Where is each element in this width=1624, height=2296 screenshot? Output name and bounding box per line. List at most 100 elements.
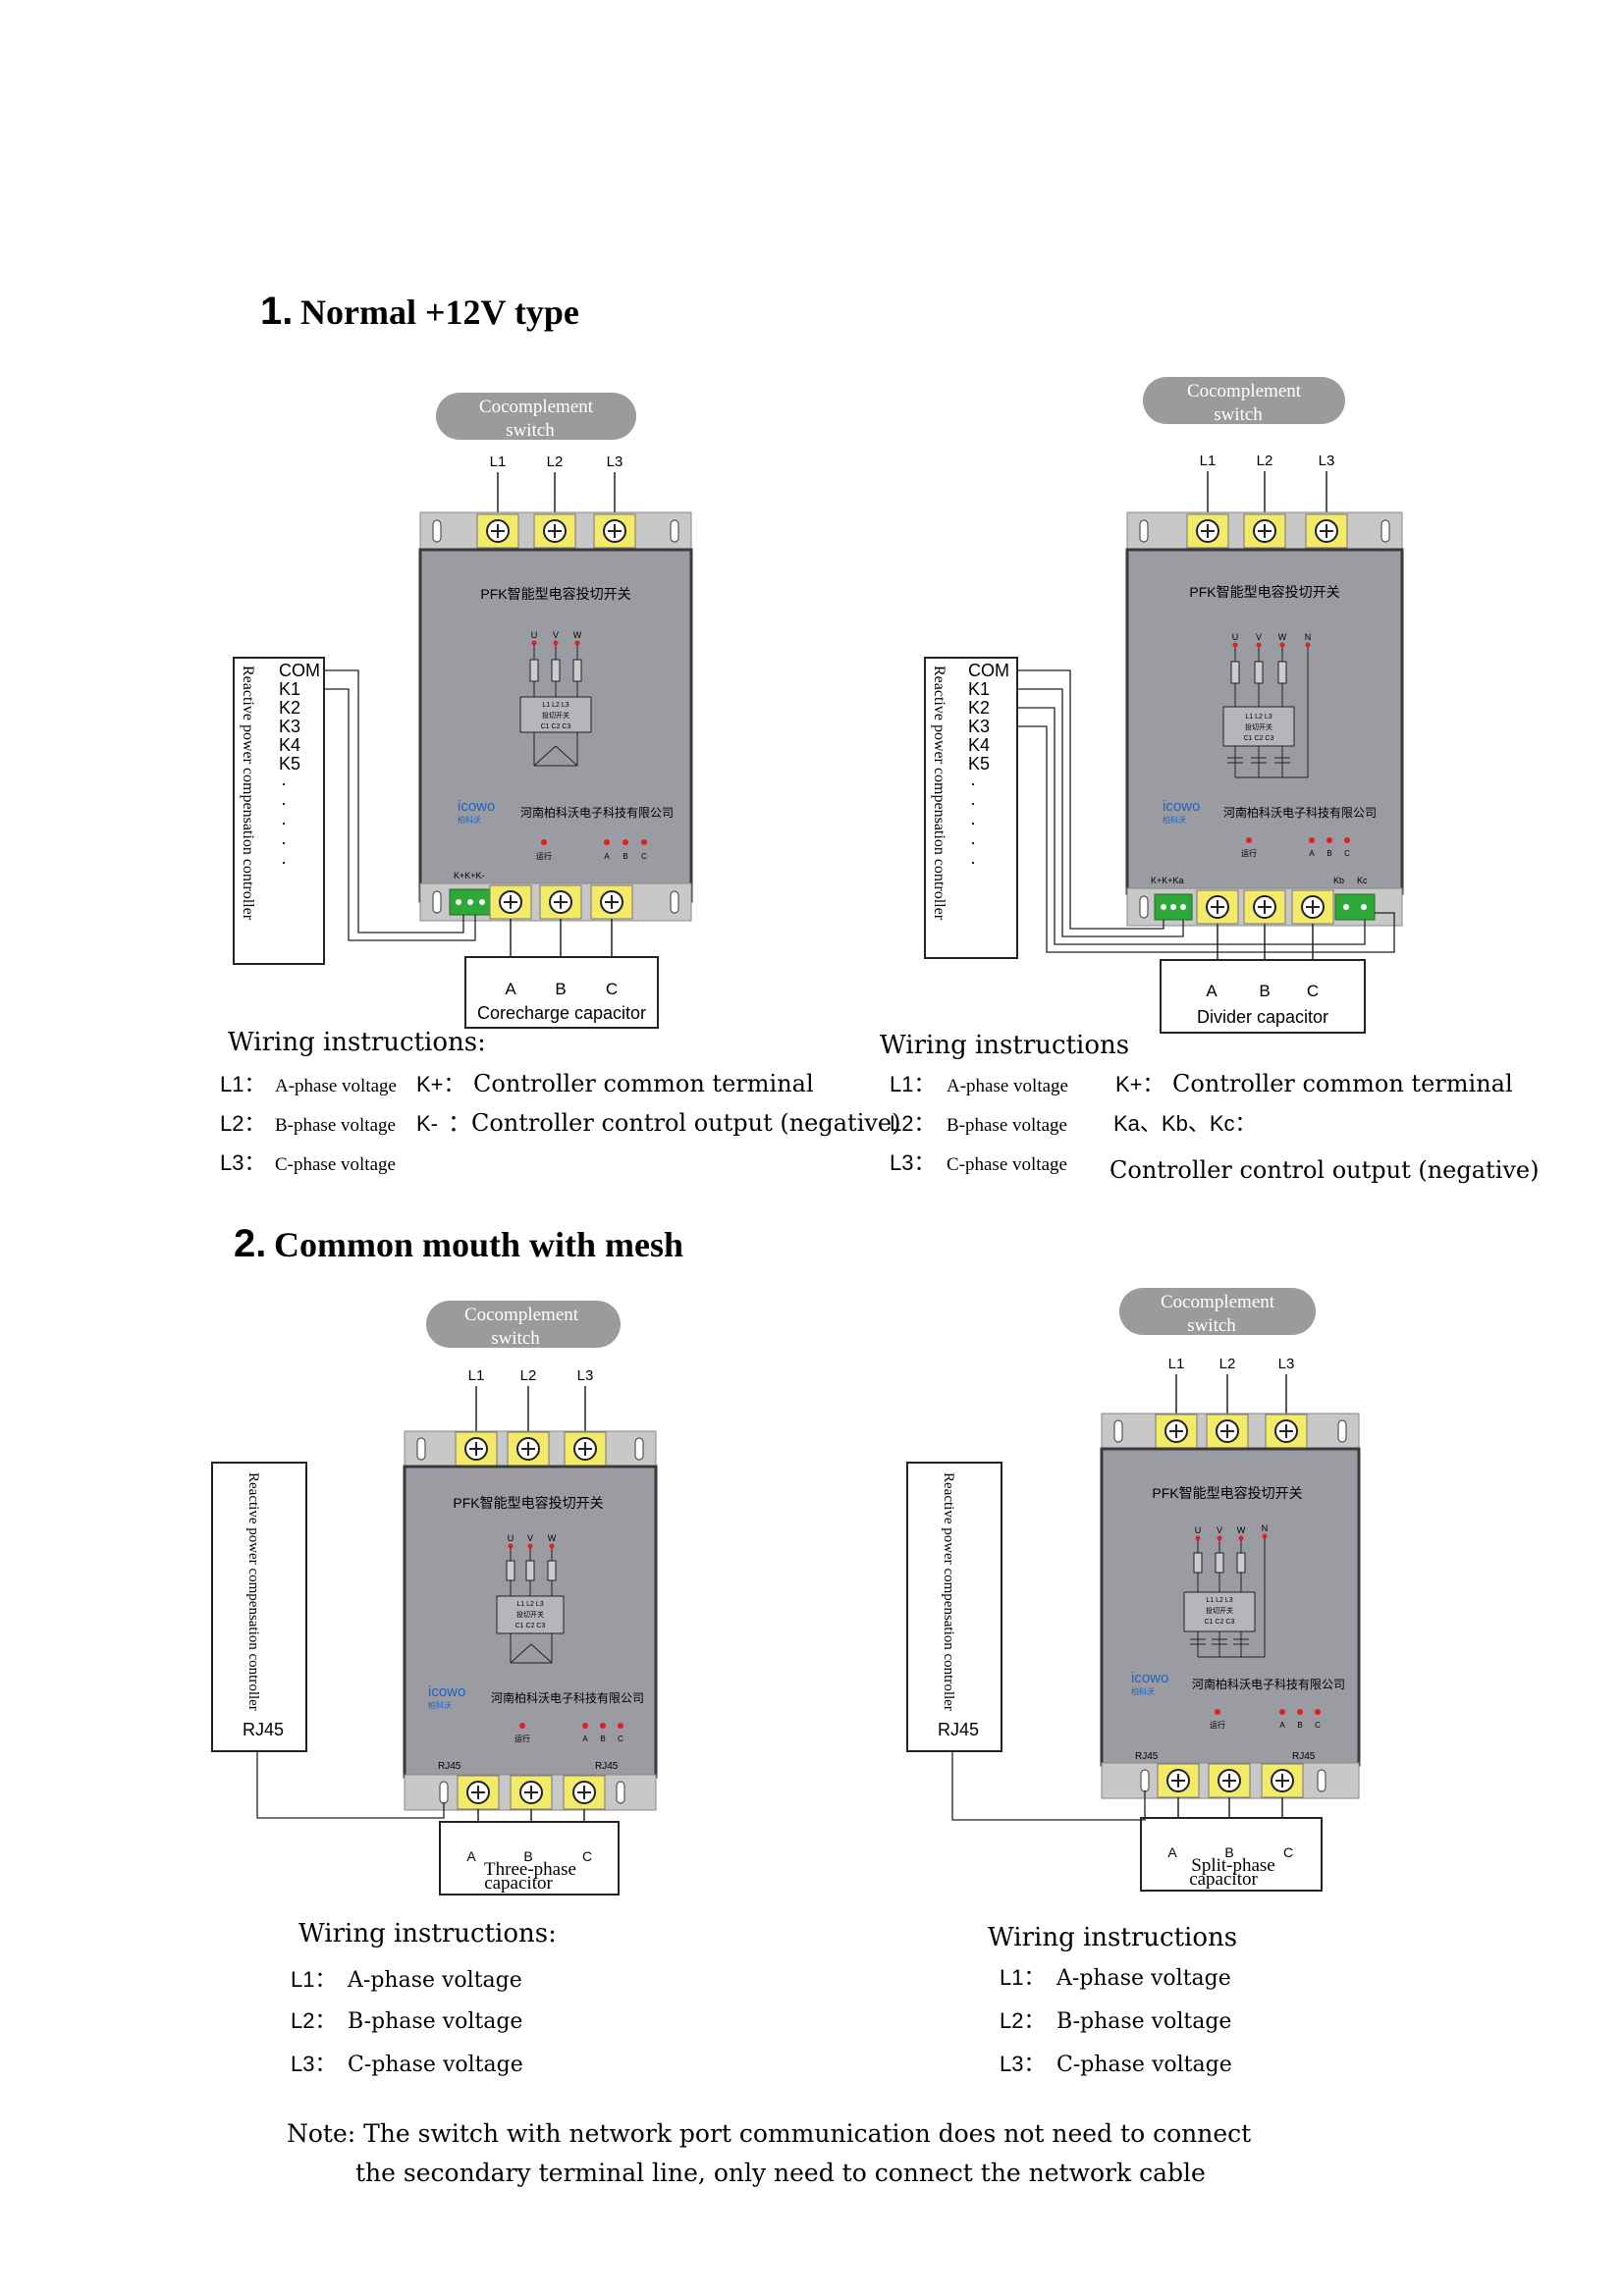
run-label: 运行 xyxy=(1241,848,1257,858)
phase-n: N xyxy=(1305,632,1312,642)
controller-box xyxy=(906,1462,1002,1752)
svg-text:·: · xyxy=(970,832,976,852)
phase-v: V xyxy=(527,1533,533,1543)
l2-label: L2 xyxy=(1219,1356,1236,1372)
controller-label: Reactive power compensation controller xyxy=(240,666,256,921)
phase-w: W xyxy=(1278,632,1287,642)
company-name: 河南柏科沃电子科技有限公司 xyxy=(491,1690,644,1705)
section1-number: 1. xyxy=(260,290,293,333)
company-name: 河南柏科沃电子科技有限公司 xyxy=(520,805,674,820)
l3-label: L3 xyxy=(577,1367,594,1384)
svg-text:·: · xyxy=(281,813,287,832)
phase-v: V xyxy=(1256,632,1262,642)
led-c: C xyxy=(641,852,647,861)
section1-title: Normal +12V type xyxy=(300,293,579,332)
switch-label-pill xyxy=(436,393,636,440)
switch-label-line1: Cocomplement xyxy=(464,1305,579,1325)
ic-row2: 投切开关 xyxy=(516,1610,544,1619)
led-c: C xyxy=(1315,1721,1321,1730)
led-b: B xyxy=(600,1735,605,1743)
ic-row3: C1 C2 C3 xyxy=(515,1623,546,1629)
terminal-label-kb: Kb xyxy=(1333,876,1344,885)
phase-w: W xyxy=(1237,1525,1246,1535)
wiring-key-l1: L1： xyxy=(890,1072,935,1096)
phase-u: U xyxy=(508,1533,514,1543)
phase-w: W xyxy=(573,630,582,640)
capacitor-box xyxy=(1140,1817,1323,1892)
l3-label: L3 xyxy=(1278,1356,1295,1372)
company-logo-cn: 柏科沃 xyxy=(1163,815,1186,825)
switch-label-pill xyxy=(1143,377,1345,424)
controller-terminals: COM K1 K2 K3 K4 K5 · · · · · xyxy=(968,661,1009,872)
switch-label-line2: switch xyxy=(506,420,555,441)
wiring-title: Wiring instructions: xyxy=(228,1028,486,1057)
company-logo: icowo xyxy=(1131,1670,1168,1686)
svg-text:K3: K3 xyxy=(279,717,300,736)
note-line2: the secondary terminal line, only need t… xyxy=(355,2159,1206,2187)
wiring-text-l3: C-phase voltage xyxy=(1056,2053,1232,2077)
company-logo-cn: 柏科沃 xyxy=(458,815,481,825)
wiring-text-kplus: Controller common terminal xyxy=(1172,1070,1513,1097)
svg-text:·: · xyxy=(281,774,287,793)
wiring-text-l3: C-phase voltage xyxy=(275,1154,396,1175)
diagram-normal-12v-divider: Cocomplement switch L1 L2 L3 PFK智能型电容投切开… xyxy=(880,377,1540,1184)
wiring-key-kplus: K+： xyxy=(1115,1072,1164,1096)
led-c: C xyxy=(618,1735,623,1743)
rj45-port-right: RJ45 xyxy=(1292,1751,1316,1762)
wiring-key-l2: L2： xyxy=(890,1111,935,1136)
wiring-text-l1: A-phase voltage xyxy=(947,1076,1068,1096)
capacitor-box xyxy=(464,956,659,1029)
svg-text:·: · xyxy=(281,852,287,872)
ic-row1: L1 L2 L3 xyxy=(1206,1597,1232,1604)
svg-text:·: · xyxy=(970,793,976,813)
svg-text:K1: K1 xyxy=(279,679,300,699)
section2-number: 2. xyxy=(234,1222,266,1265)
network-cable xyxy=(256,1751,445,1819)
l1-label: L1 xyxy=(490,454,507,470)
diagram-mesh-split-phase: Cocomplement switch L1 L2 L3 PFK智能型电容投切开… xyxy=(906,1288,1361,2077)
company-name: 河南柏科沃电子科技有限公司 xyxy=(1192,1677,1345,1691)
svg-text:K5: K5 xyxy=(279,754,300,774)
terminal-label: K+K+K- xyxy=(454,871,485,881)
led-b: B xyxy=(1326,849,1331,858)
cap-a: A xyxy=(466,1848,476,1864)
switch-label-line1: Cocomplement xyxy=(1161,1292,1275,1312)
svg-text:·: · xyxy=(281,793,287,813)
controller-box xyxy=(924,657,1018,959)
capacitor-label: Corecharge capacitor xyxy=(477,1003,646,1023)
switch-label-pill xyxy=(1119,1288,1316,1335)
ic-row3: C1 C2 C3 xyxy=(1205,1619,1235,1626)
wiring-text-l2: B-phase voltage xyxy=(275,1115,396,1136)
product-title: PFK智能型电容投切开关 xyxy=(1189,584,1339,600)
wiring-key-l3: L3： xyxy=(1000,2052,1045,2076)
wiring-key-l1: L1： xyxy=(291,1967,336,1992)
svg-text:COM: COM xyxy=(279,661,320,680)
led-a: A xyxy=(1279,1721,1285,1730)
cap-a: A xyxy=(1206,982,1218,1000)
controller-rj45: RJ45 xyxy=(938,1720,979,1739)
capacitor-label-line1: Split-phase xyxy=(1191,1855,1275,1876)
svg-text:COM: COM xyxy=(968,661,1009,680)
rj45-port-left: RJ45 xyxy=(438,1761,461,1772)
cap-a: A xyxy=(1167,1844,1177,1860)
rj45-port-right: RJ45 xyxy=(595,1761,619,1772)
wiring-title: Wiring instructions: xyxy=(298,1919,557,1949)
wiring-text-kminus: ：Controller control output (negative) xyxy=(448,1109,901,1137)
led-b: B xyxy=(1297,1721,1302,1730)
wiring-title: Wiring instructions xyxy=(988,1923,1237,1952)
controller-label: Reactive power compensation controller xyxy=(245,1472,261,1711)
run-label: 运行 xyxy=(1210,1720,1225,1730)
ic-row3: C1 C2 C3 xyxy=(541,723,571,730)
cap-c: C xyxy=(582,1848,592,1864)
ic-row3: C1 C2 C3 xyxy=(1244,735,1274,742)
wiring-key-l1: L1： xyxy=(220,1072,265,1096)
cap-b: B xyxy=(1259,982,1270,1000)
controller-label: Reactive power compensation controller xyxy=(941,1472,956,1711)
wiring-text-l3: C-phase voltage xyxy=(947,1154,1067,1175)
company-logo-cn: 柏科沃 xyxy=(1131,1686,1155,1696)
company-logo: icowo xyxy=(458,798,495,815)
svg-text:·: · xyxy=(970,852,976,872)
controller-label: Reactive power compensation controller xyxy=(931,666,947,921)
company-logo: icowo xyxy=(1163,798,1200,815)
cap-b: B xyxy=(555,980,566,998)
